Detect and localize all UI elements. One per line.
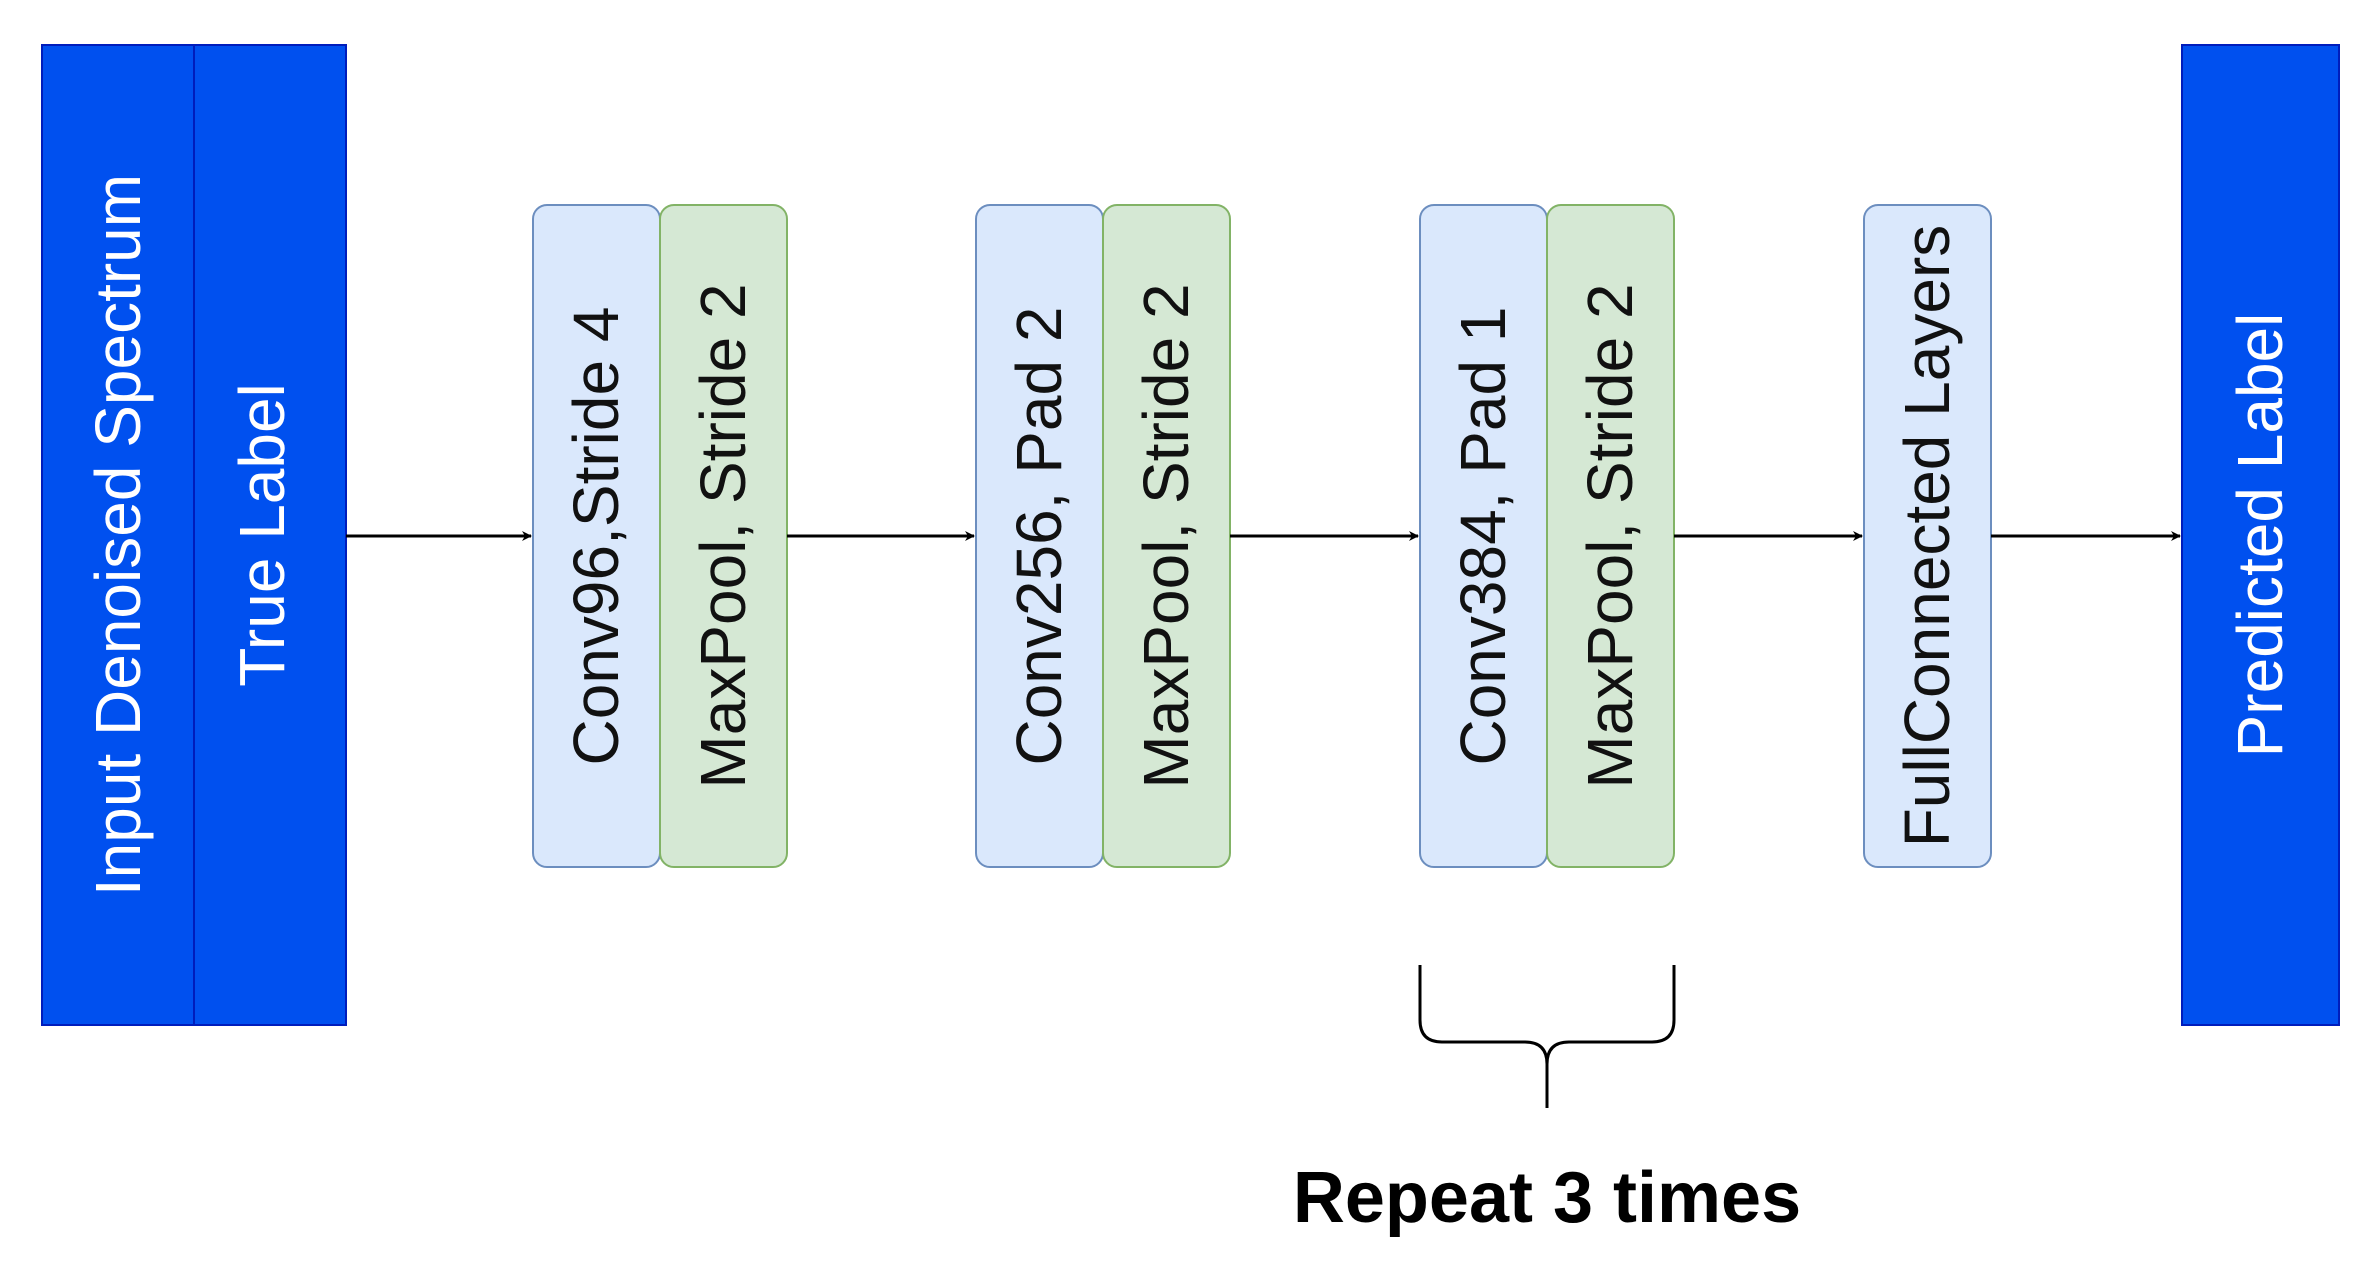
input-spectrum-label: Input Denoised Spectrum (82, 174, 154, 896)
stage1-conv-label: Conv96,Stride 4 (560, 307, 632, 766)
stage2-pool-label: MaxPool, Stride 2 (1130, 283, 1202, 788)
true-label-label: True Label (226, 383, 298, 687)
fc-group: FullConnected Layers (1863, 204, 1992, 868)
input-spectrum-box (41, 44, 195, 1026)
repeat-caption: Repeat 3 times (1293, 1158, 1801, 1238)
stage1-pool-label: MaxPool, Stride 2 (687, 283, 759, 788)
output-group: Predicted Label (2181, 44, 2340, 1026)
stage3-pool-label: MaxPool, Stride 2 (1574, 283, 1646, 788)
fc-label: FullConnected Layers (1891, 225, 1963, 848)
repeat-brace (1418, 965, 1676, 1108)
true-label-box (193, 44, 347, 1026)
stage2-conv-label: Conv256, Pad 2 (1003, 307, 1075, 766)
stage1-group: Conv96,Stride 4 MaxPool, Stride 2 (532, 204, 788, 868)
output-label: Predicted Label (2224, 313, 2296, 758)
stage3-conv-label: Conv384, Pad 1 (1447, 307, 1519, 766)
stage3-group: Conv384, Pad 1 MaxPool, Stride 2 (1419, 204, 1675, 868)
input-block: Input Denoised Spectrum True Label (41, 44, 347, 1026)
stage2-group: Conv256, Pad 2 MaxPool, Stride 2 (975, 204, 1231, 868)
output-box (2181, 44, 2340, 1026)
